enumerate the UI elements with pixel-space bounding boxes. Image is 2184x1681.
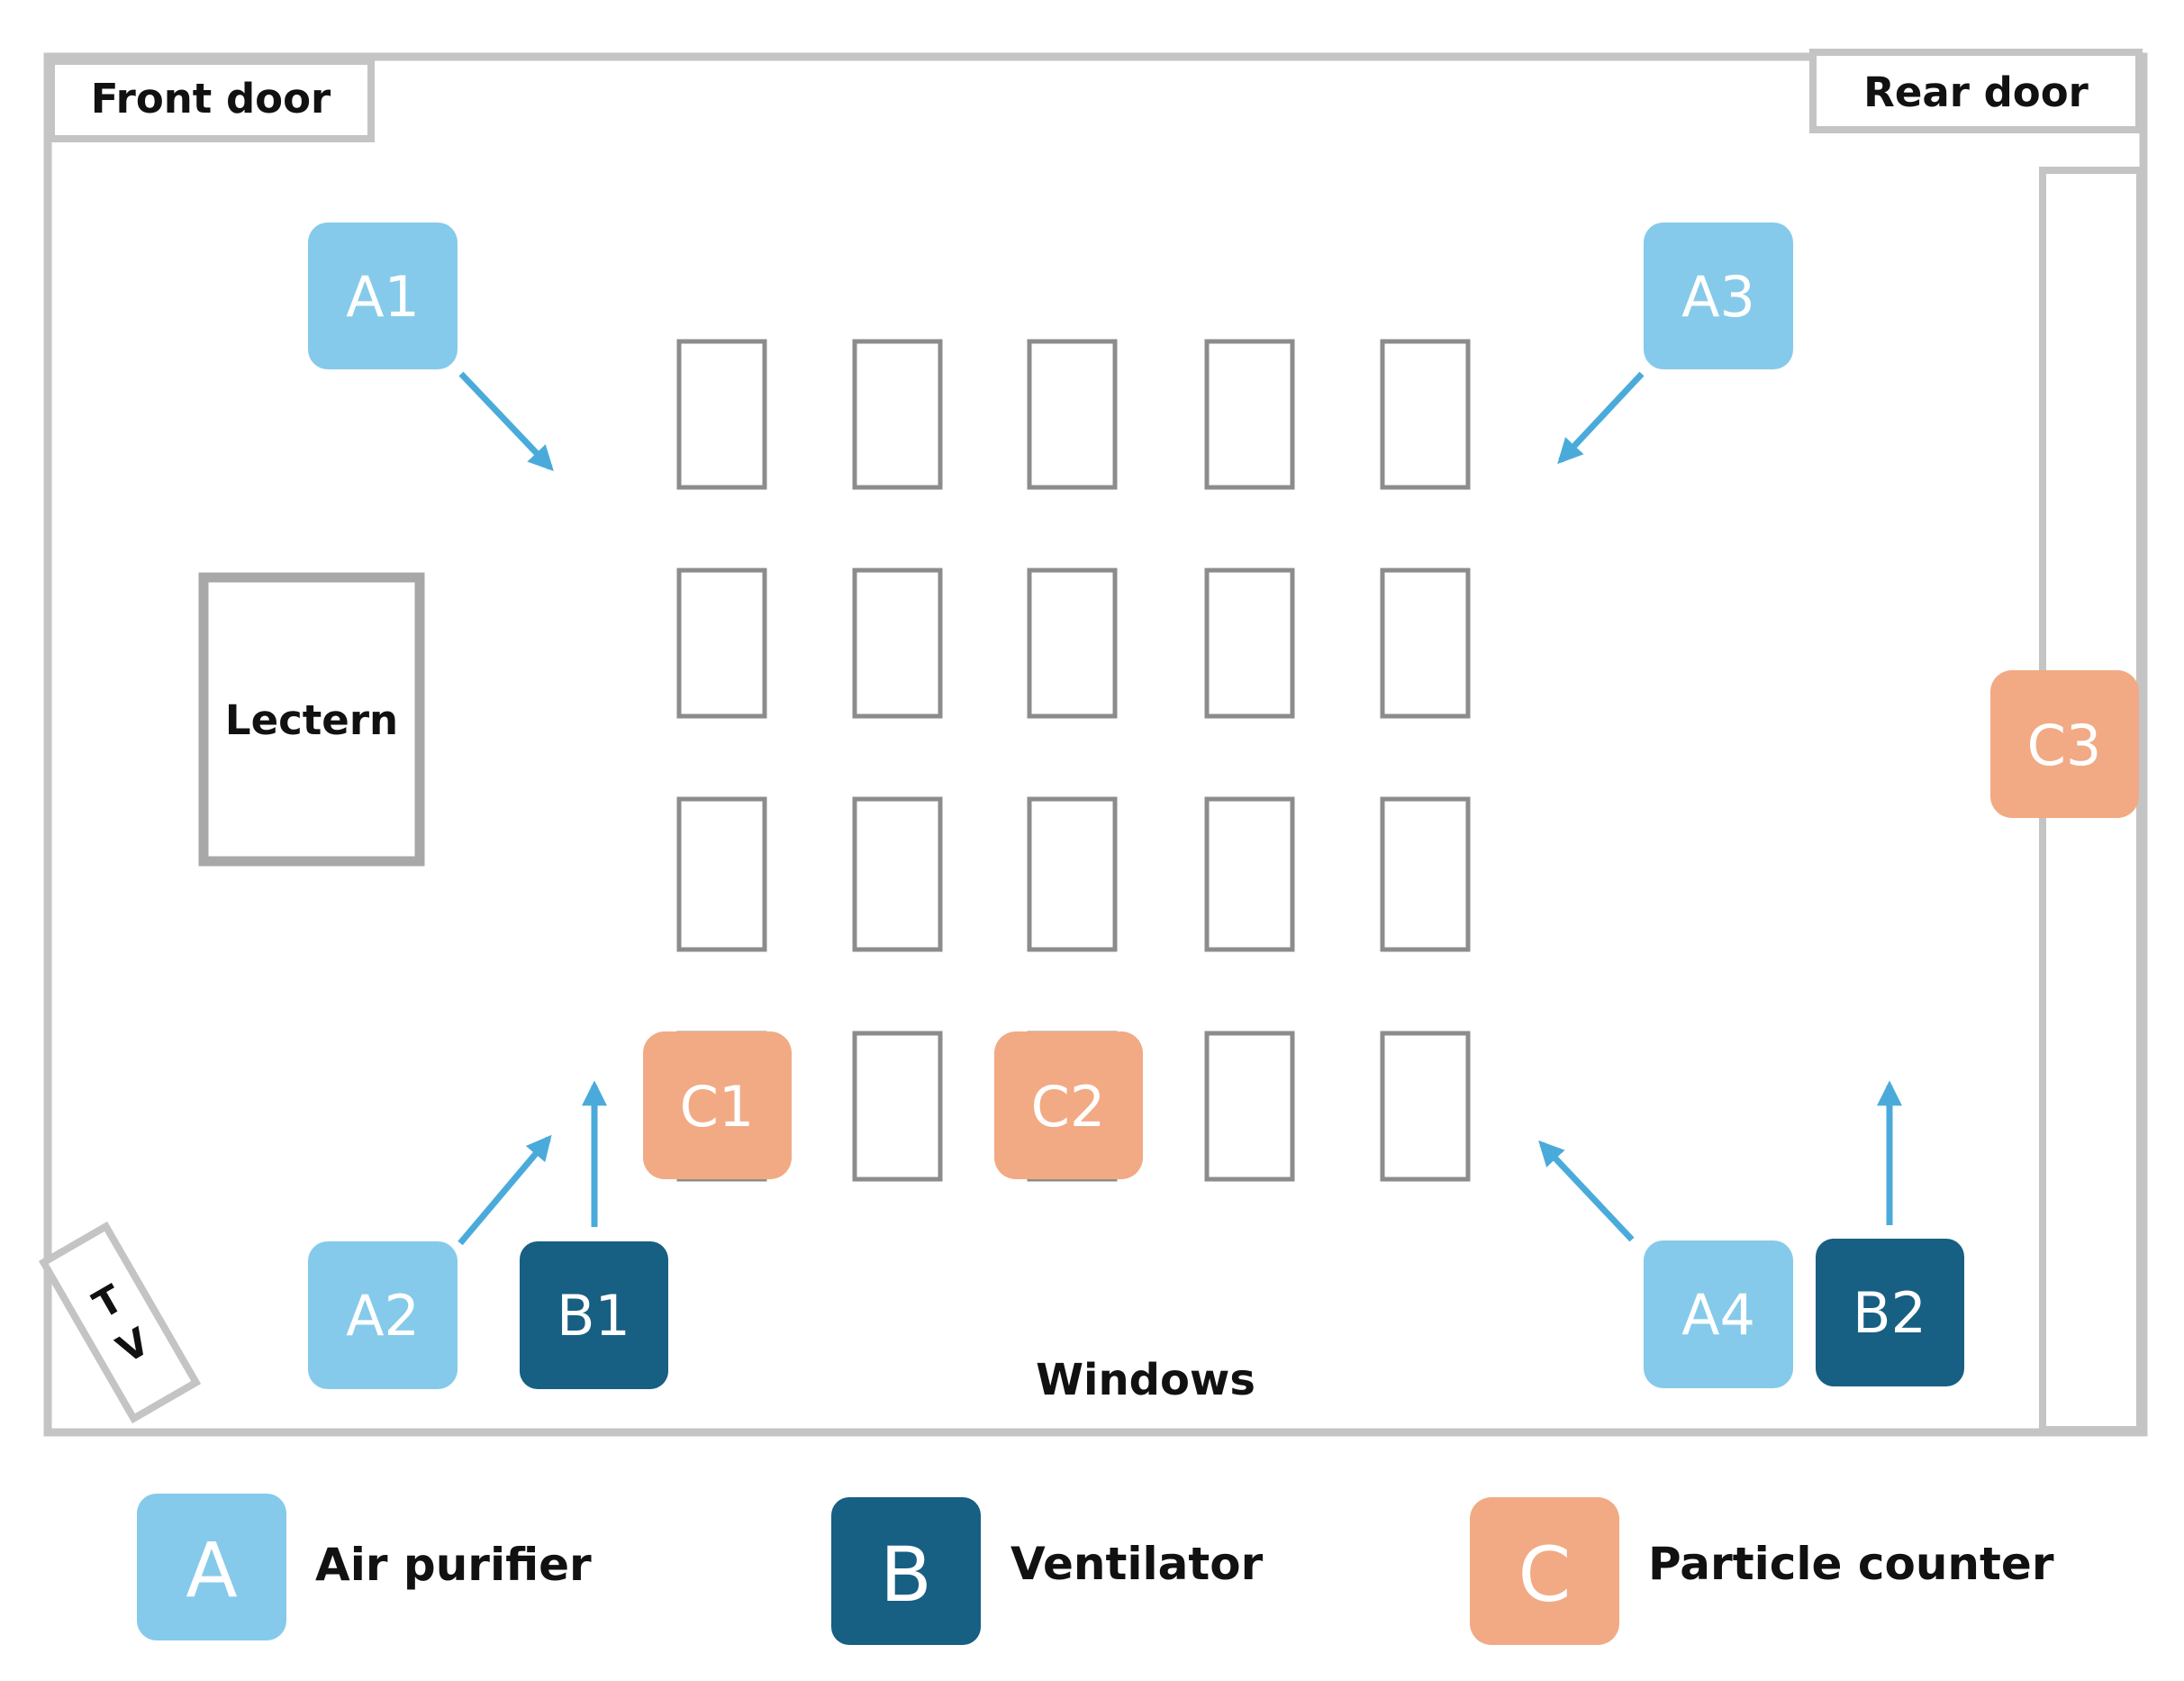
desk [676, 568, 767, 719]
device-label: C2 [1031, 1074, 1106, 1140]
desk [1027, 339, 1118, 490]
device-label: A3 [1681, 264, 1755, 330]
device-label: C3 [2027, 713, 2102, 778]
airflow-arrow-a1 [458, 371, 554, 472]
airflow-arrows [458, 371, 1902, 1246]
device-label: C1 [680, 1074, 755, 1140]
legend-item-particle-counter: C Particle counter [1470, 1497, 2054, 1645]
desk [1204, 339, 1295, 490]
desk [1380, 796, 1471, 952]
desk [1204, 796, 1295, 952]
tv: T V [38, 1221, 202, 1424]
airflow-arrow-a4 [1538, 1140, 1635, 1242]
particle-counter-c3: C3 [1990, 670, 2139, 818]
desk [1380, 339, 1471, 490]
windows-label: Windows [1036, 1355, 1255, 1405]
desk [1027, 568, 1118, 719]
legend-label-a: Air purifier [315, 1539, 592, 1591]
legend-label-c: Particle counter [1648, 1538, 2054, 1590]
legend-swatch-a [137, 1494, 286, 1640]
legend-item-air-purifier: A Air purifier [137, 1494, 592, 1640]
desk [852, 568, 943, 719]
air-purifier-a4: A4 [1644, 1240, 1793, 1388]
particle-counter-c1: C1 [643, 1031, 792, 1179]
airflow-arrow-a3 [1557, 371, 1645, 465]
legend-swatch-c [1470, 1497, 1619, 1645]
legend: A Air purifier B Ventilator C Particle c… [137, 1494, 2054, 1645]
legend-label-b: Ventilator [1010, 1538, 1264, 1590]
particle-counter-c2: C2 [994, 1031, 1143, 1179]
desk [852, 1031, 943, 1182]
desk [1027, 796, 1118, 952]
rear-door [1809, 49, 2143, 133]
device-label: A4 [1681, 1282, 1755, 1348]
device-label: A1 [346, 264, 420, 330]
legend-letter-c: C [1518, 1531, 1572, 1619]
legend-letter-a: A [186, 1526, 237, 1614]
air-purifier-a2: A2 [308, 1241, 458, 1389]
desk [852, 339, 943, 490]
desk [852, 796, 943, 952]
desk [1204, 568, 1295, 719]
desk [676, 339, 767, 490]
ventilator-b1: B1 [520, 1241, 668, 1389]
device-label: B2 [1853, 1280, 1926, 1346]
desk [1380, 568, 1471, 719]
device-label: B1 [557, 1283, 630, 1349]
legend-swatch-b [831, 1497, 981, 1645]
air-purifier-a3: A3 [1644, 223, 1793, 369]
device-label: A2 [346, 1283, 420, 1349]
rear-door-label: Rear door [1863, 68, 2089, 116]
desk [1204, 1031, 1295, 1182]
lectern-label: Lectern [225, 696, 398, 744]
desk [1380, 1031, 1471, 1182]
legend-letter-b: B [880, 1531, 932, 1619]
legend-item-ventilator: B Ventilator [831, 1497, 1264, 1645]
air-purifier-a1: A1 [308, 223, 458, 369]
front-door-label: Front door [91, 75, 331, 123]
ventilator-b2: B2 [1816, 1239, 1964, 1386]
lectern [198, 572, 425, 867]
desk [676, 796, 767, 952]
front-door [48, 58, 375, 142]
airflow-arrow-a2 [458, 1134, 552, 1246]
